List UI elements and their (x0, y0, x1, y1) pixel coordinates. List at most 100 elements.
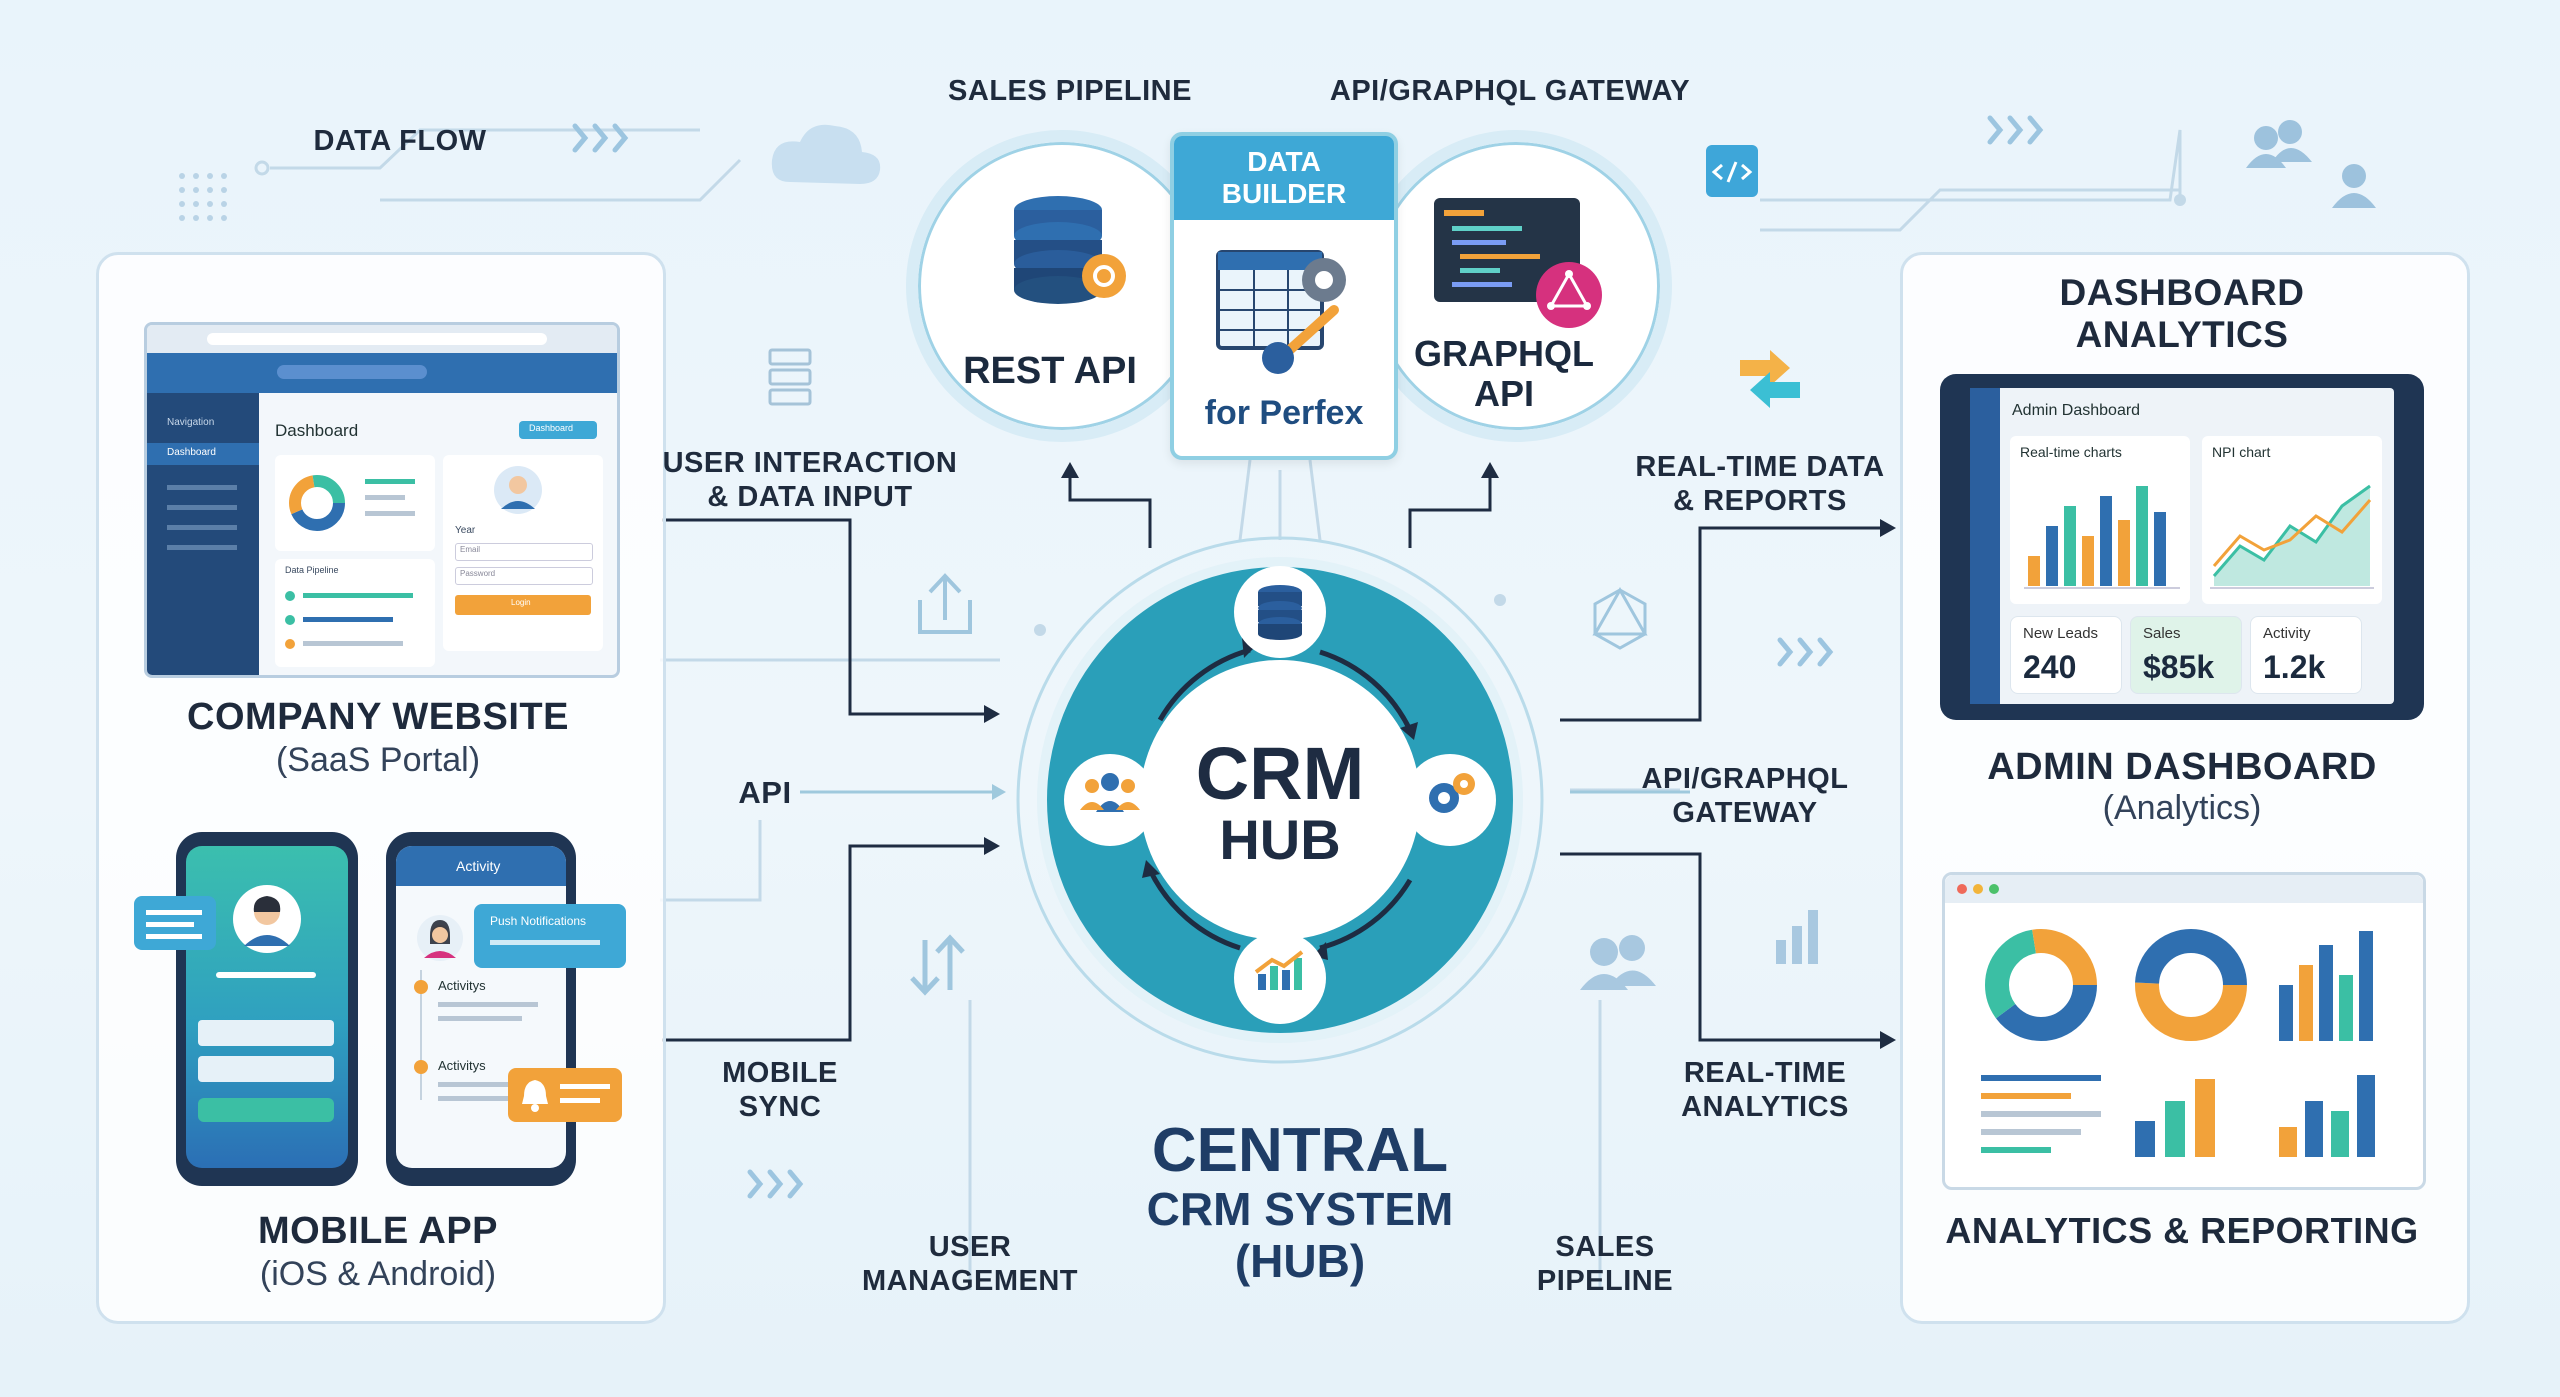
sales-pipeline-top-label: SALES PIPELINE (948, 75, 1192, 107)
window-min-dot[interactable] (1973, 884, 1983, 894)
sidebar-item-dashboard[interactable] (147, 443, 259, 465)
browser-dashboard-button[interactable]: Dashboard (519, 421, 597, 439)
bar-chart-icon (2024, 486, 2180, 589)
phone-list-row[interactable] (198, 1020, 334, 1046)
pipeline-card: Data Pipeline (275, 559, 435, 667)
user-interaction-label: USER INTERACTION & DATA INPUT (662, 447, 958, 513)
avatar-icon (494, 466, 542, 514)
analytics-reporting-title: ANALYTICS & REPORTING (1945, 1210, 2419, 1251)
central-title: CENTRAL (1151, 1116, 1449, 1185)
tablet-mockup: Admin Dashboard Real-time charts NPI cha… (1940, 374, 2424, 720)
address-bar[interactable] (207, 333, 547, 345)
password-field[interactable]: Password (455, 567, 593, 585)
data-builder-sub: for Perfex (1204, 394, 1364, 432)
window-max-dot[interactable] (1989, 884, 1999, 894)
admin-dashboard-sub: (Analytics) (2102, 789, 2262, 827)
npi-chart-card: NPI chart (2202, 436, 2382, 604)
data-builder-header (1174, 136, 1394, 220)
hub-gears-icon (1429, 773, 1475, 813)
graphql-api-node[interactable]: GRAPHQL API (1360, 130, 1672, 442)
kpi-card[interactable]: Activity 1.2k (2250, 616, 2362, 694)
push-notification-bubble: Push Notifications (474, 904, 626, 968)
user-management-label: USER MANAGEMENT (861, 1231, 1079, 1297)
admin-dashboard-title: ADMIN DASHBOARD (1987, 746, 2377, 788)
team-icon (1580, 935, 1656, 990)
realtime-reports-label: REAL-TIME DATA & REPORTS (1635, 451, 1885, 517)
mobile-sync-label: MOBILE SYNC (722, 1057, 838, 1123)
area-chart-icon (2210, 484, 2374, 589)
company-website-title: COMPANY WEBSITE (187, 696, 569, 738)
login-card: Year Email Password Login (443, 455, 603, 651)
sync-arrows-icon (910, 934, 965, 996)
sales-pipeline-label: SALES PIPELINE (1536, 1231, 1674, 1297)
kpi-card[interactable]: Sales $85k (2130, 616, 2242, 694)
rest-api-label: REST API (963, 350, 1137, 392)
phone-action-button[interactable] (198, 1098, 334, 1122)
kpi-card[interactable]: New Leads 240 (2010, 616, 2122, 694)
donut-chart-icon (2135, 929, 2247, 1041)
website-browser-mockup: Navigation Dashboard Dashboard Dashboard… (144, 322, 620, 678)
phone-activity-header: Activity (456, 858, 501, 874)
dashboard-analytics-title: DASHBOARD ANALYTICS (2059, 272, 2305, 355)
chat-bubble-icon (134, 896, 216, 950)
donut-chart-icon (289, 475, 345, 531)
users-icon (2246, 120, 2312, 168)
mobile-app-sub: (iOS & Android) (259, 1255, 497, 1293)
swap-arrows-icon (1740, 350, 1800, 408)
hub-team-icon (1080, 773, 1140, 812)
data-builder-card[interactable]: DATA BUILDER for Perfex (1170, 132, 1398, 460)
bar-chart-icon (2279, 931, 2373, 1041)
realtime-analytics-label: REAL-TIME ANALYTICS (1681, 1057, 1849, 1123)
admin-dashboard-header: Admin Dashboard (2012, 402, 2141, 419)
phone-list-row[interactable] (198, 1056, 334, 1082)
hub-growth-chart-icon (1254, 950, 1304, 990)
bell-notification-bubble (508, 1068, 622, 1122)
pipeline-card-title: Data Pipeline (285, 565, 339, 575)
donut-chart-icon (1985, 929, 2097, 1041)
graphql-logo-icon (1536, 262, 1602, 328)
bell-icon (522, 1080, 548, 1112)
spreadsheet-tools-icon (1216, 250, 1346, 374)
hub-database-icon (1258, 585, 1302, 640)
api-gateway-mid-label: API/GRAPHQL GATEWAY (1641, 763, 1849, 829)
browser-dashboard-heading: Dashboard (275, 421, 359, 440)
sidebar-nav-label: Navigation (167, 417, 215, 428)
company-website-sub: (SaaS Portal) (275, 741, 481, 779)
header-search[interactable] (277, 365, 427, 379)
browser-sidebar (147, 393, 259, 675)
upload-icon (918, 573, 972, 634)
code-window-icon (1706, 145, 1758, 197)
data-flow-label: DATA FLOW (313, 125, 487, 157)
phone-left (176, 832, 358, 1186)
realtime-chart-card: Real-time charts (2010, 436, 2190, 604)
server-icon (768, 348, 812, 406)
hub-crm-text: CRM (1195, 732, 1365, 815)
graphql-outline-icon (1592, 586, 1648, 650)
data-builder-title: DATA BUILDER (1221, 146, 1347, 209)
donut-card (275, 455, 435, 551)
central-sub2: (HUB) (1234, 1235, 1366, 1287)
woman-avatar-icon (417, 915, 463, 961)
user-icon (2332, 164, 2376, 208)
phone-activity-1: Activitys (438, 978, 486, 993)
hub-ring (1016, 536, 1544, 1064)
phone-right: Activity Activitys Activitys (386, 832, 576, 1186)
email-field[interactable]: Email (455, 543, 593, 561)
window-close-dot[interactable] (1957, 884, 1967, 894)
api-label: API (738, 775, 792, 810)
analytics-window (1942, 872, 2426, 1190)
bar-chart-icon (2279, 1075, 2375, 1157)
database-gear-icon (1014, 196, 1126, 304)
login-button[interactable]: Login (455, 595, 591, 615)
bar-stats-icon (1776, 910, 1818, 964)
hub-hub-text: HUB (1219, 808, 1341, 871)
graphql-api-label: GRAPHQL API (1414, 333, 1594, 414)
sidebar-dashboard-label: Dashboard (167, 447, 216, 458)
login-year-label: Year (455, 525, 476, 536)
api-gateway-top-label: API/GRAPHQL GATEWAY (1329, 75, 1691, 107)
bar-chart-icon (2135, 1079, 2215, 1157)
cloud-icon (771, 124, 881, 184)
mobile-app-title: MOBILE APP (257, 1210, 499, 1252)
phone-activity-2: Activitys (438, 1058, 486, 1073)
profile-avatar-icon (233, 885, 301, 953)
